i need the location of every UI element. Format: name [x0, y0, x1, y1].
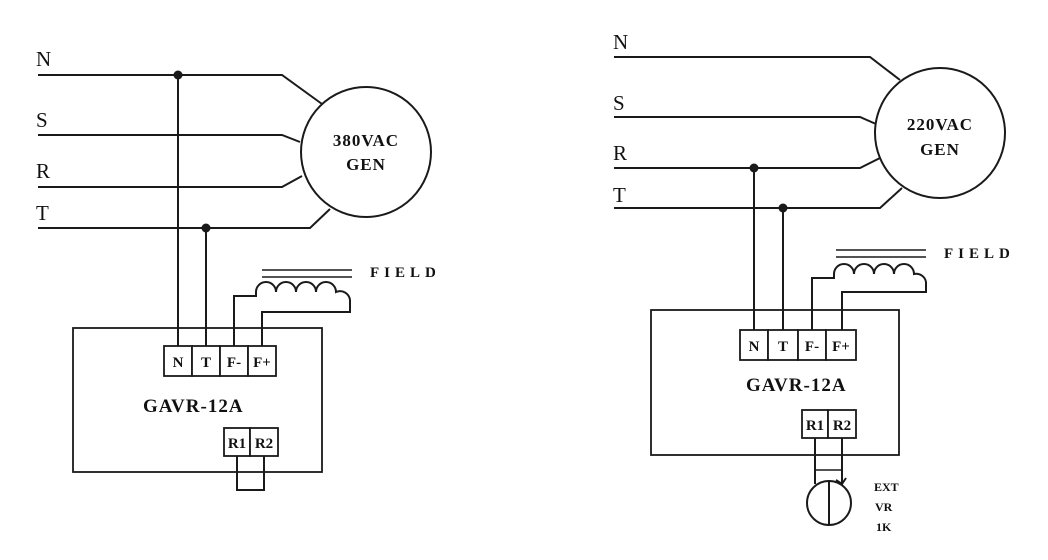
right-wire-r — [614, 157, 881, 169]
right-ext-vr-line3: 1K — [876, 520, 892, 534]
right-terminal-fplus: F+ — [832, 339, 850, 355]
left-field-label: FIELD — [370, 265, 441, 281]
left-diagram: N S R T 380VAC GEN FIELD N T F- F+ — [36, 47, 441, 491]
left-generator-voltage: 380VAC — [333, 131, 399, 150]
right-terminal-n: N — [749, 339, 760, 355]
left-generator-label: GEN — [346, 155, 386, 174]
right-ext-vr-line2: VR — [875, 500, 893, 514]
right-phase-s-label: S — [613, 91, 625, 115]
right-generator-circle — [874, 67, 1006, 199]
left-phase-t-label: T — [36, 201, 49, 225]
left-field-coil — [233, 281, 351, 346]
left-r1-r2-jumper — [236, 456, 265, 491]
right-field-coil — [811, 263, 927, 330]
left-wire-t — [38, 208, 331, 229]
left-terminal-fminus: F- — [227, 355, 241, 371]
right-generator-voltage: 220VAC — [907, 115, 973, 134]
right-terminal-r2: R2 — [833, 418, 851, 434]
right-diagram: N S R T 220VAC GEN FIELD N T F- F+ GAVR-… — [613, 30, 1015, 534]
right-terminal-r2-box — [827, 409, 857, 439]
left-phase-n-label: N — [36, 47, 51, 71]
left-terminal-fplus: F+ — [253, 355, 271, 371]
right-terminal-t: T — [778, 339, 788, 355]
left-terminal-n-box — [163, 345, 193, 377]
left-terminal-r2: R2 — [255, 436, 273, 452]
right-terminal-r1: R1 — [806, 418, 824, 434]
left-phase-r-label: R — [36, 159, 50, 183]
left-wire-s — [38, 134, 301, 143]
left-terminal-r2-box — [249, 427, 279, 457]
right-regulator-box — [650, 309, 900, 456]
right-phase-t-label: T — [613, 183, 626, 207]
left-generator-circle — [300, 86, 432, 218]
right-model-label: GAVR-12A — [746, 375, 847, 396]
left-phase-s-label: S — [36, 108, 48, 132]
right-wire-n — [614, 56, 901, 81]
right-wire-t — [614, 187, 903, 209]
right-ext-vr-line1: EXT — [874, 480, 899, 494]
left-wire-n — [38, 74, 323, 105]
right-vr-wiper-lead — [835, 438, 847, 486]
right-phase-n-label: N — [613, 30, 628, 54]
left-wire-r — [38, 175, 303, 188]
left-terminal-fminus-box — [219, 345, 249, 377]
left-terminal-r1: R1 — [228, 436, 246, 452]
right-field-label: FIELD — [944, 246, 1015, 262]
right-terminal-n-box — [739, 329, 769, 361]
right-wire-s — [614, 116, 877, 125]
left-terminal-t: T — [201, 355, 211, 371]
right-terminal-fminus: F- — [805, 339, 819, 355]
left-terminal-fplus-box — [247, 345, 277, 377]
left-regulator-box — [72, 327, 323, 473]
right-terminal-fminus-box — [797, 329, 827, 361]
left-model-label: GAVR-12A — [143, 396, 244, 417]
left-terminal-n: N — [173, 355, 184, 371]
right-terminal-t-box — [767, 329, 799, 361]
right-phase-r-label: R — [613, 141, 627, 165]
right-generator-label: GEN — [920, 140, 960, 159]
right-terminal-fplus-box — [825, 329, 857, 361]
